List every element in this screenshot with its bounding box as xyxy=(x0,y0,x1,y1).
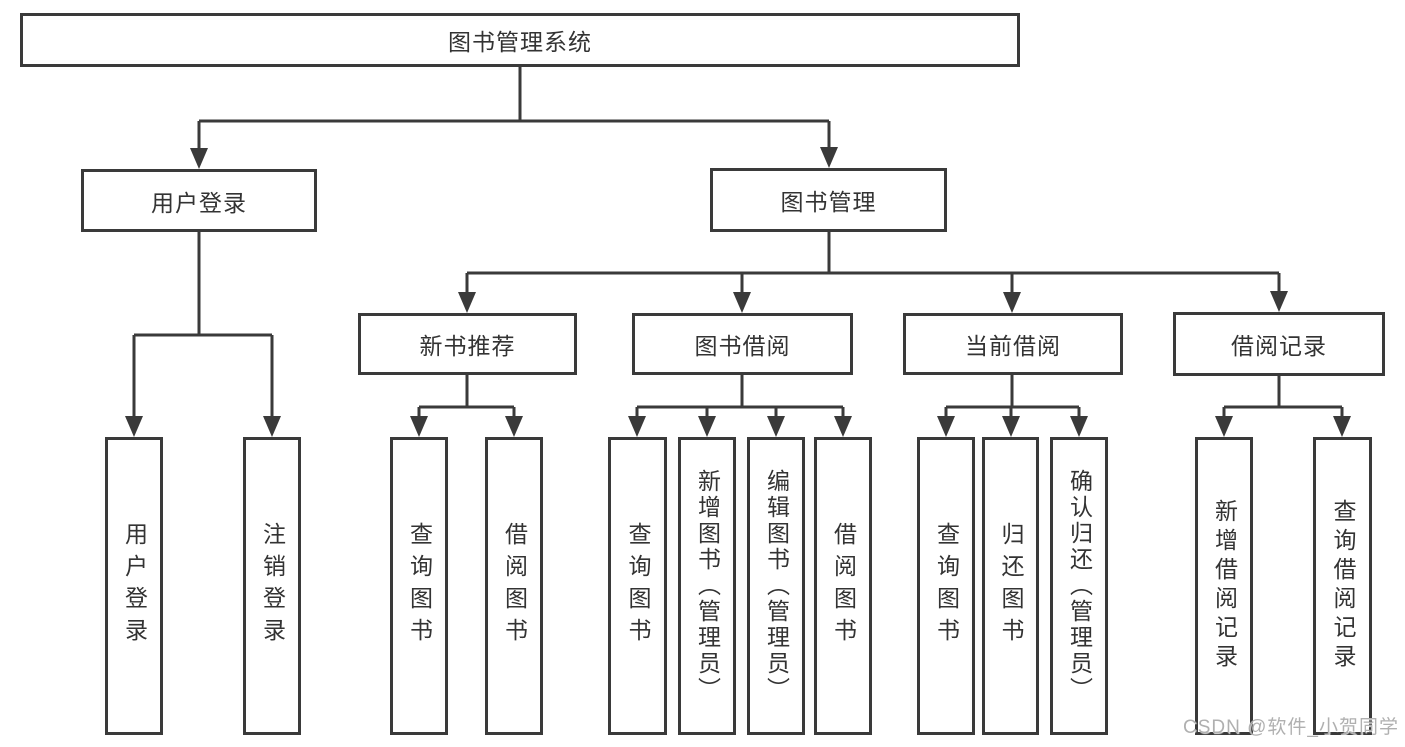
node-label: 新增借阅记录 xyxy=(1211,499,1238,673)
leaf-query-borrow-record: 查询借阅记录 xyxy=(1313,437,1372,735)
node-label: 图书管理 xyxy=(780,189,877,215)
node-label: 用户登录 xyxy=(151,189,247,216)
node-borrowing-records: 借阅记录 xyxy=(1173,312,1385,376)
leaf-logout: 注销登录 xyxy=(243,437,301,735)
node-label: 图书管理系统 xyxy=(448,29,592,55)
arrowheads xyxy=(125,147,1351,437)
node-label: 查询图书 xyxy=(406,522,433,650)
node-label: 借阅记录 xyxy=(1231,333,1327,359)
leaf-borrow-books-recommend: 借阅图书 xyxy=(485,437,543,735)
leaf-query-books-borrowing: 查询图书 xyxy=(608,437,667,735)
node-label: 用户登录 xyxy=(121,522,148,650)
node-label: 注销登录 xyxy=(259,522,286,650)
node-label: 编辑图书（管理员） xyxy=(763,469,790,703)
leaf-return-book: 归还图书 xyxy=(982,437,1039,735)
node-user-login: 用户登录 xyxy=(81,169,317,232)
leaf-add-book-admin: 新增图书（管理员） xyxy=(678,437,736,735)
node-label: 借阅图书 xyxy=(830,522,857,650)
leaf-query-books-current: 查询图书 xyxy=(917,437,975,735)
node-book-borrowing: 图书借阅 xyxy=(632,313,853,375)
node-label: 归还图书 xyxy=(998,522,1024,650)
node-label: 当前借阅 xyxy=(965,333,1061,359)
node-label: 查询图书 xyxy=(625,522,651,650)
node-label: 图书借阅 xyxy=(694,333,791,359)
node-label: 查询借阅记录 xyxy=(1330,499,1356,673)
node-label: 新书推荐 xyxy=(419,333,516,359)
node-root: 图书管理系统 xyxy=(20,13,1020,67)
leaf-confirm-return-admin: 确认归还（管理员） xyxy=(1050,437,1108,735)
leaf-user-login: 用户登录 xyxy=(105,437,163,735)
leaf-query-books-recommend: 查询图书 xyxy=(390,437,448,735)
node-label: 确认归还（管理员） xyxy=(1066,469,1093,703)
node-book-management: 图书管理 xyxy=(710,168,947,232)
leaf-add-borrow-record: 新增借阅记录 xyxy=(1195,437,1253,735)
node-new-book-recommendation: 新书推荐 xyxy=(358,313,577,375)
node-label: 查询图书 xyxy=(933,522,960,650)
node-label: 新增图书（管理员） xyxy=(694,469,721,703)
node-current-borrowing: 当前借阅 xyxy=(903,313,1123,375)
csdn-watermark: CSDN @软件_小贺同学 xyxy=(1183,717,1399,738)
node-label: 借阅图书 xyxy=(501,522,528,650)
leaf-edit-book-admin: 编辑图书（管理员） xyxy=(747,437,805,735)
leaf-borrow-books-borrowing: 借阅图书 xyxy=(814,437,872,735)
